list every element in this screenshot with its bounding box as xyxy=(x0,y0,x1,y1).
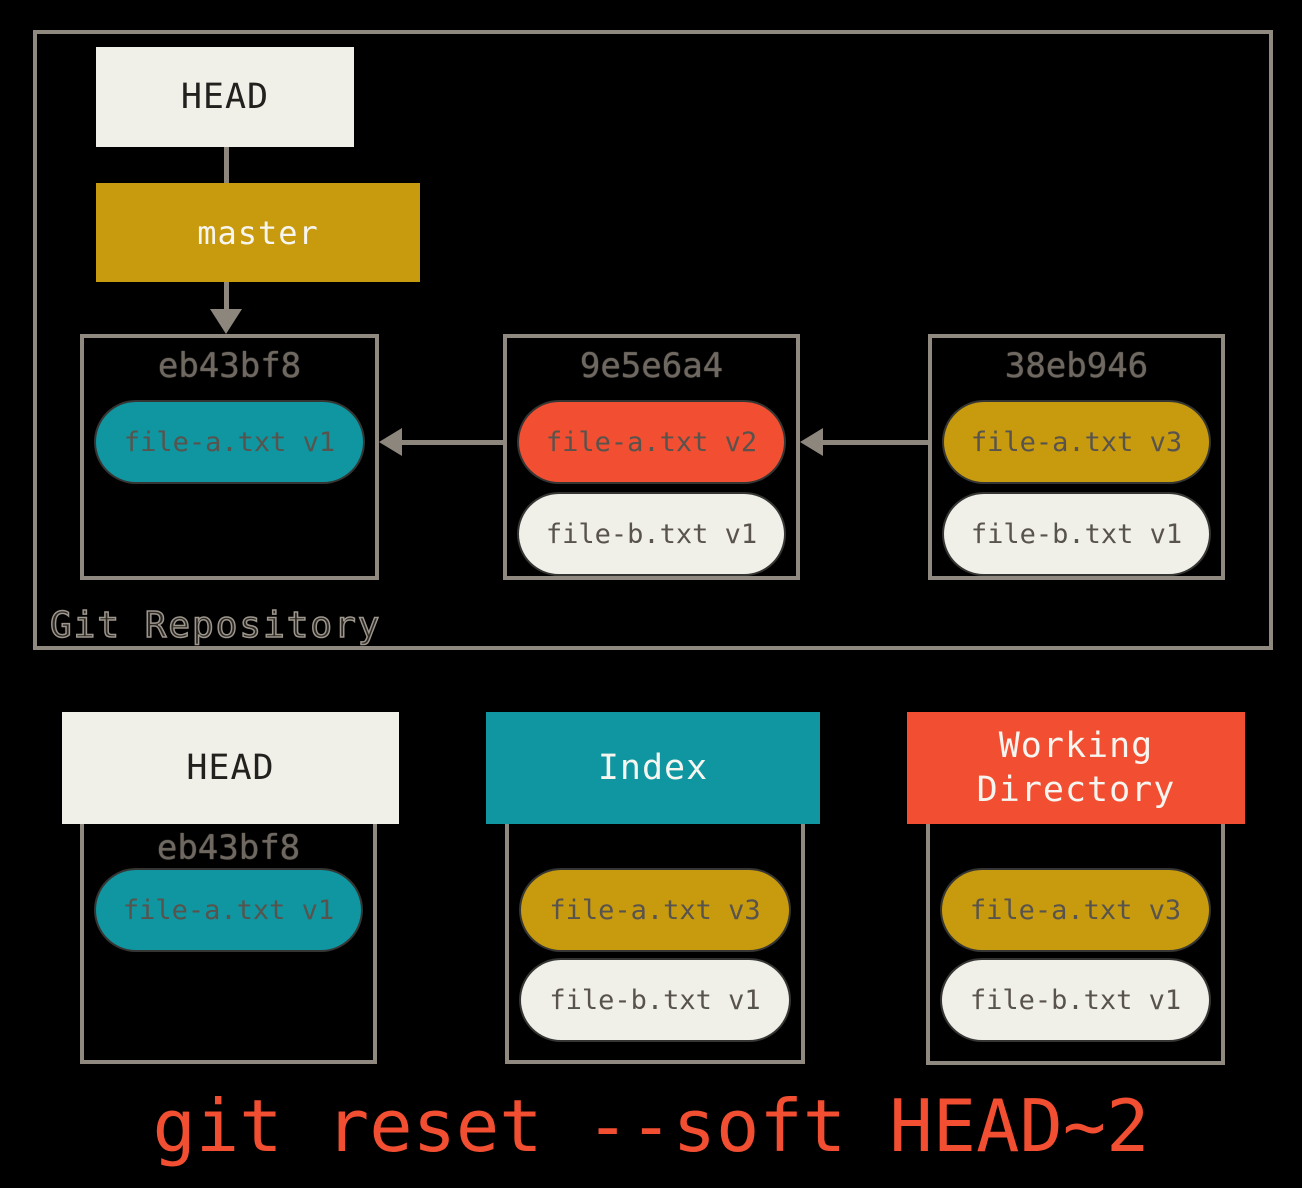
arrow-left-icon xyxy=(379,428,402,456)
file-pill: file-b.txt v1 xyxy=(521,960,789,1040)
area-header-working-directory-label: Working Directory xyxy=(976,726,1176,810)
git-repository-label: Git Repository xyxy=(49,604,382,647)
commit-box-eb43bf8: eb43bf8 file-a.txt v1 xyxy=(80,334,379,580)
area-box-index: file-a.txt v3 file-b.txt v1 xyxy=(505,824,805,1064)
head-ref-box: HEAD xyxy=(96,47,354,147)
area-box-head: eb43bf8 file-a.txt v1 xyxy=(80,824,377,1064)
area-header-index-label: Index xyxy=(597,748,709,788)
head-ref-label: HEAD xyxy=(180,77,270,117)
file-pill: file-a.txt v3 xyxy=(521,870,789,950)
master-branch-label: master xyxy=(197,213,319,252)
arrow-left-icon xyxy=(800,428,823,456)
master-branch-box: master xyxy=(96,183,420,282)
area-header-head-label: HEAD xyxy=(186,748,275,788)
area-box-working-directory: file-a.txt v3 file-b.txt v1 xyxy=(926,824,1225,1065)
file-pill: file-b.txt v1 xyxy=(942,960,1209,1040)
file-pill: file-a.txt v3 xyxy=(944,402,1209,482)
commit-hash: 9e5e6a4 xyxy=(579,346,724,386)
connector-head-master xyxy=(224,147,229,183)
caption-git-command: git reset --soft HEAD~2 xyxy=(152,1084,1150,1168)
commit-hash: eb43bf8 xyxy=(157,346,302,386)
file-pill: file-a.txt v1 xyxy=(96,402,363,482)
commit-hash: 38eb946 xyxy=(1004,346,1149,386)
commit-box-9e5e6a4: 9e5e6a4 file-a.txt v2 file-b.txt v1 xyxy=(503,334,800,580)
file-pill: file-b.txt v1 xyxy=(519,494,784,574)
file-pill: file-a.txt v1 xyxy=(96,870,361,950)
connector-commit2-commit1 xyxy=(401,440,503,445)
commit-hash: eb43bf8 xyxy=(156,828,301,868)
file-pill: file-a.txt v3 xyxy=(942,870,1209,950)
commit-box-38eb946: 38eb946 file-a.txt v3 file-b.txt v1 xyxy=(928,334,1225,580)
area-header-head: HEAD xyxy=(62,712,399,824)
arrow-down-icon xyxy=(210,309,242,334)
area-header-working-directory: Working Directory xyxy=(907,712,1245,824)
git-repository-box xyxy=(33,30,1273,650)
connector-master-commit xyxy=(224,282,229,310)
file-pill: file-a.txt v2 xyxy=(519,402,784,482)
file-pill: file-b.txt v1 xyxy=(944,494,1209,574)
connector-commit3-commit2 xyxy=(822,440,928,445)
area-header-index: Index xyxy=(486,712,820,824)
